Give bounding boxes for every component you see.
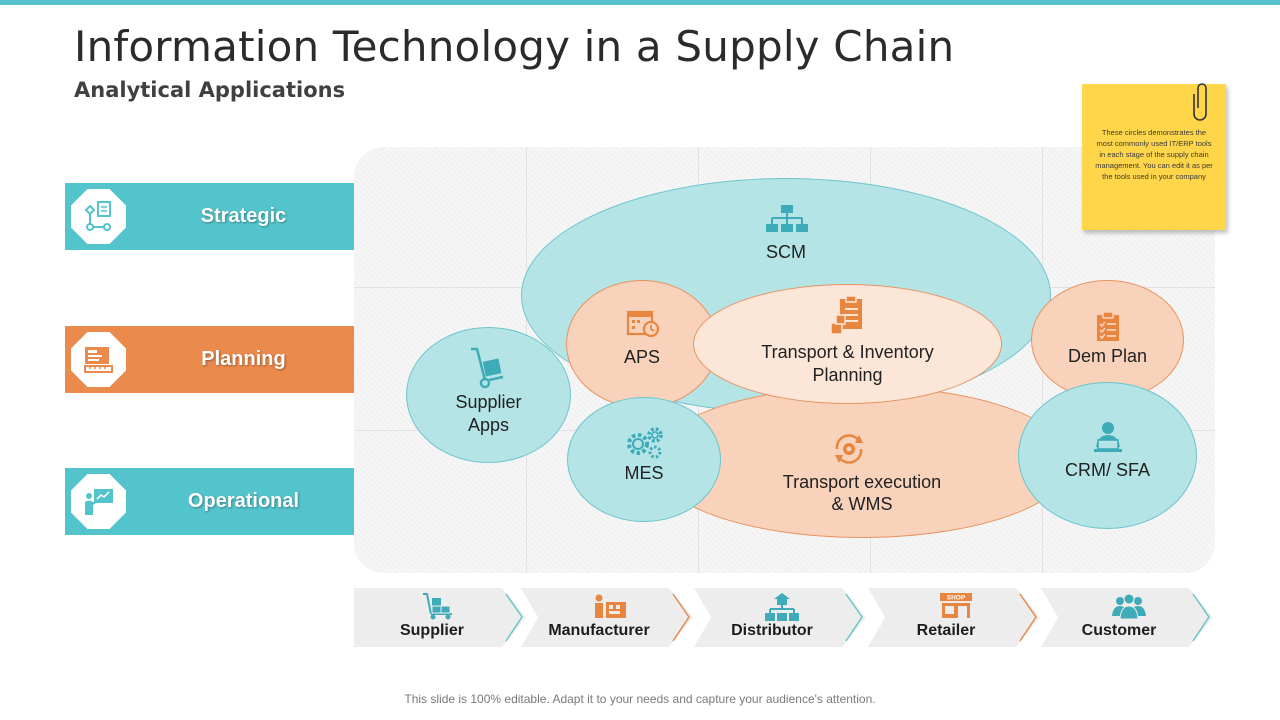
- supplier-apps-line1: Supplier: [455, 392, 522, 412]
- supplier-apps-line2: Apps: [467, 415, 510, 435]
- node-mes[interactable]: MES: [567, 397, 721, 522]
- transport-execution-line2: & WMS: [831, 494, 893, 514]
- sticky-note: These circles demonstrates the most comm…: [1082, 83, 1226, 230]
- shop-icon: SHOP: [940, 593, 972, 618]
- stage-supplier[interactable]: Supplier: [354, 588, 526, 647]
- trolley-boxes-icon: [423, 593, 452, 620]
- page-subtitle: Analytical Applications: [74, 78, 346, 102]
- sticky-note-text: These circles demonstrates the most comm…: [1095, 128, 1213, 181]
- category-strategic: Strategic: [65, 183, 354, 250]
- page-title: Information Technology in a Supply Chain: [74, 22, 955, 71]
- flowchart-icon: [71, 189, 126, 244]
- stage-label: Manufacturer: [548, 622, 650, 639]
- stage-retailer[interactable]: SHOP Retailer: [868, 588, 1040, 647]
- node-supplier-apps[interactable]: Supplier Apps: [406, 327, 571, 463]
- transport-execution-line1: Transport execution: [782, 472, 942, 492]
- category-label: Planning: [201, 348, 286, 370]
- clipboard-boxes-icon: [830, 295, 862, 335]
- category-operational: Operational: [65, 468, 354, 535]
- customers-icon: [1112, 593, 1146, 620]
- checklist-icon: [1097, 311, 1119, 341]
- stage-customer[interactable]: Customer: [1041, 588, 1213, 647]
- stage-distributor[interactable]: Distributor: [694, 588, 866, 647]
- paperclip-icon: [1193, 83, 1207, 121]
- calendar-clock-icon: [626, 310, 660, 338]
- category-planning: Planning: [65, 326, 354, 393]
- hierarchy-icon: [766, 205, 808, 232]
- dem-plan-label: Dem Plan: [1067, 346, 1148, 366]
- user-laptop-icon: [1094, 422, 1122, 452]
- node-transport-inventory[interactable]: Transport & Inventory Planning: [693, 284, 1002, 404]
- aps-label: APS: [623, 347, 661, 367]
- gears-icon: [627, 427, 663, 459]
- stage-label: Retailer: [916, 622, 976, 639]
- distribution-icon: [765, 593, 799, 621]
- node-transport-execution[interactable]: Transport execution & WMS: [652, 386, 1072, 538]
- cycle-gear-icon: [835, 434, 863, 464]
- category-label: Strategic: [200, 205, 287, 227]
- shop-sign-text: SHOP: [947, 595, 966, 602]
- mes-label: MES: [624, 463, 664, 483]
- node-dem-plan[interactable]: Dem Plan: [1031, 280, 1184, 400]
- stage-label: Distributor: [731, 622, 813, 639]
- footer-note: This slide is 100% editable. Adapt it to…: [404, 692, 876, 706]
- planning-board-icon: [71, 332, 126, 387]
- stage-label: Customer: [1081, 622, 1157, 639]
- stage-label: Supplier: [399, 622, 464, 639]
- presenter-icon: [71, 474, 126, 529]
- hand-truck-icon: [471, 347, 504, 389]
- crm-sfa-label: CRM/ SFA: [1064, 460, 1150, 480]
- transport-inventory-line2: Planning: [812, 365, 883, 385]
- category-label: Operational: [187, 490, 300, 512]
- stage-manufacturer[interactable]: Manufacturer: [521, 588, 693, 647]
- transport-inventory-line1: Transport & Inventory: [761, 342, 934, 362]
- scm-label: SCM: [766, 242, 806, 262]
- top-accent-bar: [0, 0, 1280, 5]
- factory-worker-icon: [595, 594, 626, 618]
- node-crm-sfa[interactable]: CRM/ SFA: [1018, 382, 1197, 529]
